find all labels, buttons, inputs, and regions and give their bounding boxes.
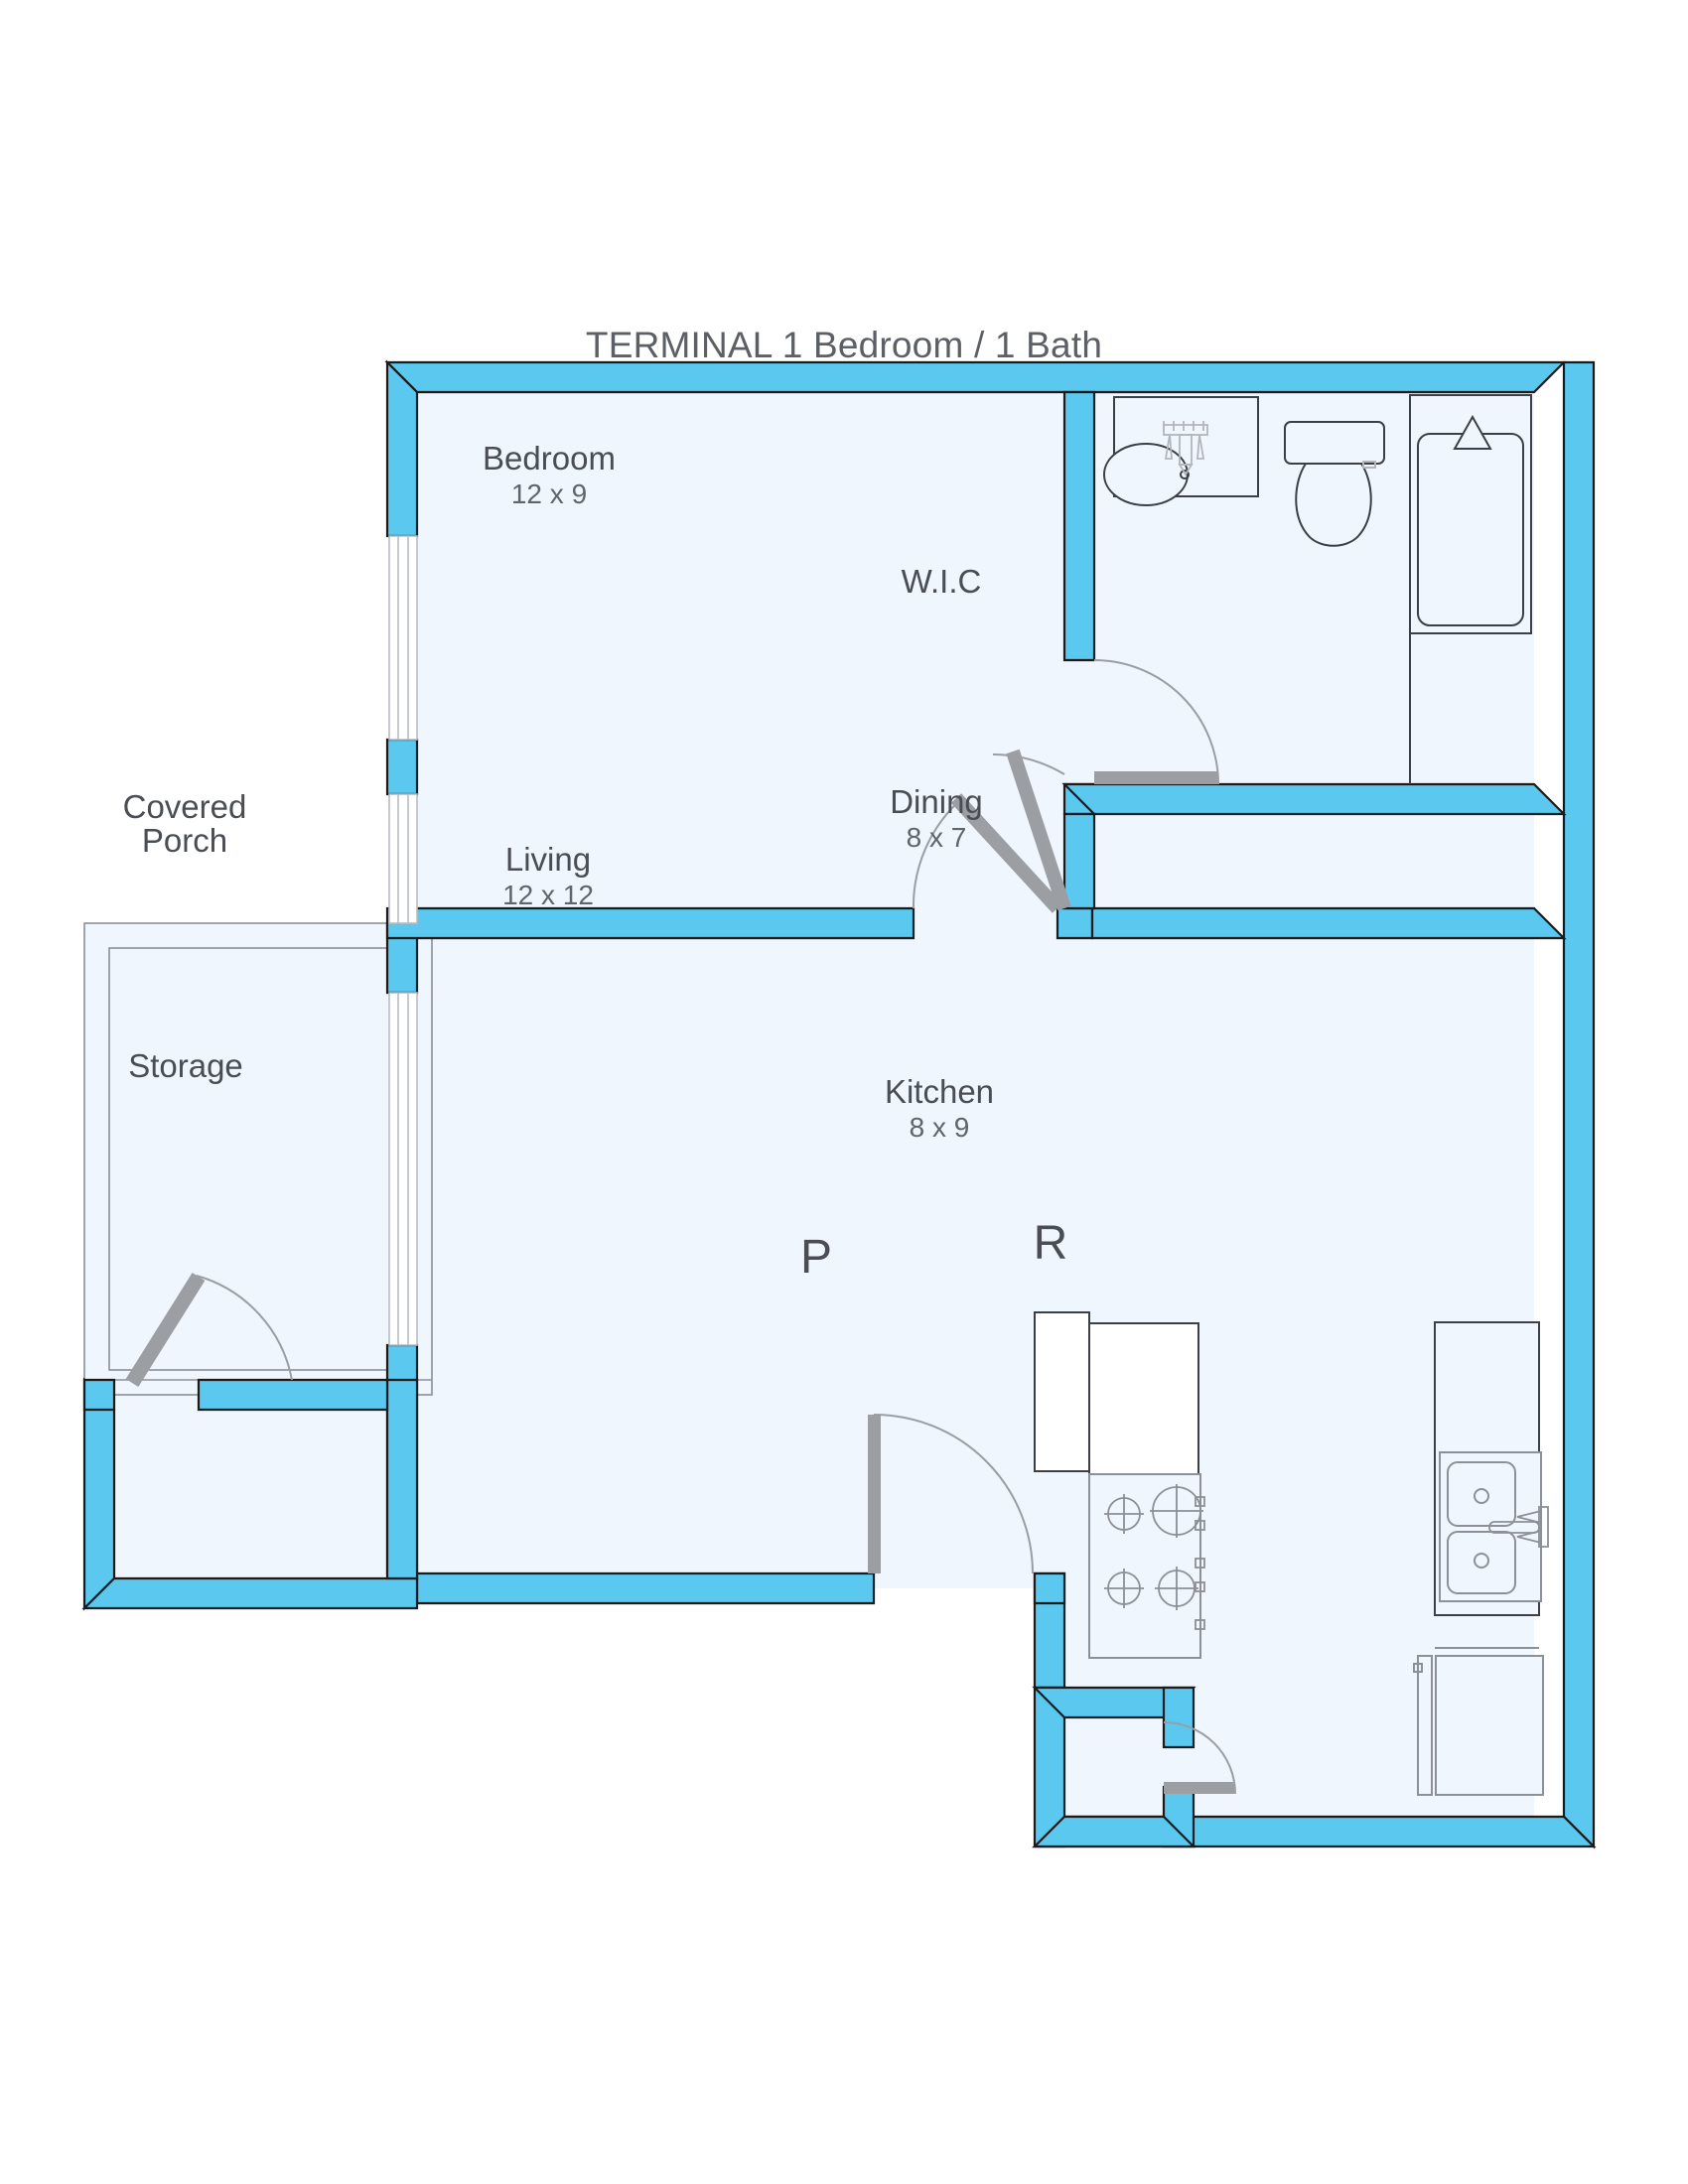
main-floor-fill	[417, 392, 1534, 1817]
shower-head-icon	[1453, 414, 1492, 450]
kitchen-fixtures	[1034, 1311, 1549, 1796]
bedroom-window-upper	[388, 535, 418, 741]
wall-bedroom-south-right	[1055, 906, 1094, 940]
wic-door-arc	[992, 753, 1065, 775]
wall-storage-left	[82, 1377, 116, 1611]
refrigerator-icon	[1435, 1655, 1544, 1796]
room-floor-fills	[84, 392, 1534, 1817]
room-label-porch-line1: Covered	[123, 788, 247, 825]
room-labels: Bedroom 12 x 9 W.I.C Living 12 x 12 Dini…	[123, 440, 994, 1143]
porch-opening	[388, 992, 418, 1346]
fridge-door-edge	[1417, 1655, 1433, 1796]
appliance-letters: P R	[800, 1217, 1067, 1284]
sink-icon	[1103, 443, 1189, 506]
bedroom-door-arc	[912, 798, 962, 909]
wall-bottom-living-left	[415, 1571, 876, 1605]
storage-floor-fill	[84, 1380, 432, 1578]
cabinet-icon	[1034, 1311, 1090, 1472]
bathroom-fixtures	[1103, 394, 1532, 784]
entry-door-leaf	[868, 1415, 881, 1573]
toilet-bowl-icon	[1295, 463, 1372, 547]
wall-wic-west-jamb	[1062, 812, 1096, 910]
wall-storage-bottom	[81, 1576, 419, 1610]
room-label-porch-line2: Porch	[142, 822, 227, 859]
wall-wic-south	[1090, 906, 1567, 940]
bathroom-door-leaf	[1094, 771, 1218, 784]
sink-drain-icon	[1180, 470, 1190, 479]
porch-door-arc	[196, 1275, 293, 1381]
room-label-storage: Storage	[128, 1047, 243, 1084]
wall-storage-top	[197, 1378, 389, 1412]
room-label-bedroom: Bedroom	[483, 440, 616, 477]
refrigerator-letter: R	[1034, 1217, 1068, 1270]
wall-bottom-living-right	[1033, 1571, 1066, 1605]
room-label-wic: W.I.C	[902, 563, 982, 600]
range-icon	[1088, 1473, 1201, 1659]
room-dim-kitchen: 8 x 9	[910, 1112, 970, 1143]
doors-group	[125, 659, 1236, 1795]
fridge-handle-icon	[1413, 1663, 1423, 1673]
wall-left-bedroom-mid	[385, 738, 419, 796]
kitchen-faucet-icon	[1488, 1506, 1549, 1548]
faucet-icon	[1163, 421, 1208, 477]
bedroom-window-lower	[388, 793, 418, 924]
walls-group	[81, 359, 1597, 1849]
pantry-letter: P	[800, 1231, 832, 1284]
room-label-dining: Dining	[890, 783, 983, 820]
pantry-door-arc	[1163, 1721, 1236, 1795]
wic-door-leaf	[1006, 749, 1071, 911]
toilet-handle-icon	[1362, 461, 1376, 469]
wall-right-exterior	[1562, 360, 1596, 1849]
sink-basin-icon	[1447, 1531, 1516, 1594]
entry-door-arc	[873, 1414, 1034, 1574]
wall-bedroom-south-left	[385, 906, 915, 940]
sink-drain-icon	[1474, 1488, 1489, 1504]
pantry-door-leaf	[1164, 1782, 1235, 1794]
wall-bath-south	[1061, 782, 1567, 816]
sink-drain-icon	[1474, 1553, 1489, 1569]
wall-storage-right	[385, 1378, 419, 1580]
room-dim-living: 12 x 12	[502, 880, 594, 910]
bathroom-door-arc	[1093, 659, 1219, 785]
wall-pantry-right-a	[1162, 1686, 1196, 1749]
wall-left-bedroom-top	[385, 359, 419, 538]
burners-group	[1104, 1484, 1205, 1630]
room-dim-dining: 8 x 7	[907, 822, 967, 853]
sink-basin-icon	[1447, 1461, 1516, 1527]
wall-top-exterior	[384, 360, 1567, 394]
room-label-kitchen: Kitchen	[885, 1073, 994, 1110]
plan-title: TERMINAL 1 Bedroom / 1 Bath	[586, 325, 1102, 365]
porch-door-leaf	[125, 1273, 206, 1387]
windows-group	[388, 535, 418, 1346]
bathtub-basin-icon	[1417, 433, 1524, 626]
bedroom-door-leaf	[950, 793, 1063, 913]
wall-bedroom-bath-divider	[1062, 390, 1096, 662]
room-dim-bedroom: 12 x 9	[511, 478, 587, 509]
wall-pantry-bottom	[1032, 1815, 1196, 1848]
wall-storage-topleft-stub	[82, 1378, 116, 1412]
room-label-living: Living	[505, 841, 591, 878]
counter-icon	[1088, 1322, 1199, 1475]
toilet-tank-icon	[1284, 421, 1385, 465]
porch-floor-fill	[84, 923, 432, 1395]
